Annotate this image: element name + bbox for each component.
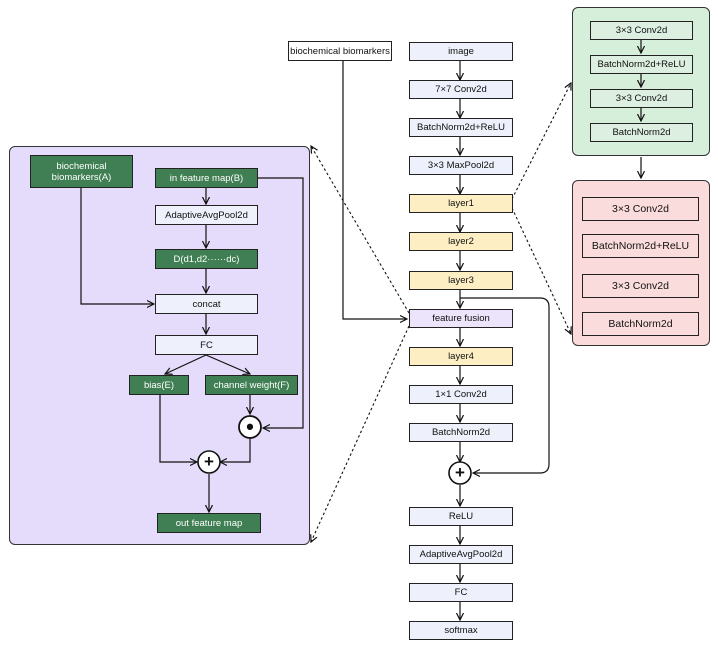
fusion-avgpool-box: AdaptiveAvgPool2d	[155, 205, 258, 225]
pink-conv-a-box: 3×3 Conv2d	[582, 197, 699, 221]
d-vector-box: D(d1,d2······dc)	[155, 249, 258, 269]
pink-conv-b-box: 3×3 Conv2d	[582, 274, 699, 298]
layer4-box: layer4	[409, 347, 513, 366]
biomarkers-a-box: biochemical biomarkers(A)	[30, 155, 133, 188]
add-operator-main: +	[455, 463, 465, 482]
bias-box: bias(E)	[129, 375, 189, 395]
green-conv-a-box: 3×3 Conv2d	[590, 21, 693, 40]
channel-weight-box: channel weight(F)	[205, 375, 298, 395]
softmax-box: softmax	[409, 621, 513, 640]
maxpool-box: 3×3 MaxPool2d	[409, 156, 513, 175]
relu-box: ReLU	[409, 507, 513, 526]
pink-batchnorm-box: BatchNorm2d	[582, 312, 699, 336]
green-batchnorm-relu-box: BatchNorm2d+ReLU	[590, 55, 693, 74]
layer2-box: layer2	[409, 232, 513, 251]
multiply-operator-fusion: •	[246, 414, 254, 439]
fusion-fc-box: FC	[155, 335, 258, 355]
avgpool-box: AdaptiveAvgPool2d	[409, 545, 513, 564]
batchnorm-box: BatchNorm2d	[409, 423, 513, 442]
concat-box: concat	[155, 294, 258, 314]
batchnorm-relu-box: BatchNorm2d+ReLU	[409, 118, 513, 137]
add-operator-fusion: +	[204, 452, 214, 471]
pink-batchnorm-relu-box: BatchNorm2d+ReLU	[582, 234, 699, 258]
out-feature-map-box: out feature map	[157, 513, 261, 533]
fc-box: FC	[409, 583, 513, 602]
feature-fusion-box: feature fusion	[409, 309, 513, 328]
image-box: image	[409, 42, 513, 61]
conv1-box: 1×1 Conv2d	[409, 385, 513, 404]
conv7-box: 7×7 Conv2d	[409, 80, 513, 99]
in-feature-map-box: in feature map(B)	[155, 168, 258, 188]
green-conv-b-box: 3×3 Conv2d	[590, 89, 693, 108]
layer3-box: layer3	[409, 271, 513, 290]
layer1-box: layer1	[409, 194, 513, 213]
biochemical-biomarkers-box: biochemical biomarkers	[288, 41, 392, 61]
green-batchnorm-box: BatchNorm2d	[590, 123, 693, 142]
